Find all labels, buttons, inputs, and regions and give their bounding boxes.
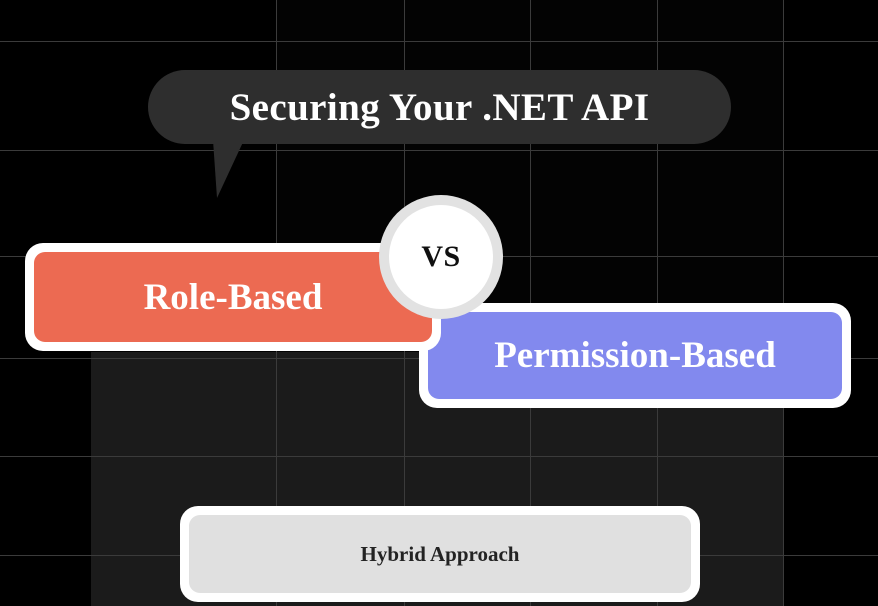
title-speech-bubble: Securing Your .NET API — [148, 70, 731, 144]
option-card-role-based-label: Role-Based — [143, 276, 323, 318]
outcome-card-hybrid-approach[interactable]: Hybrid Approach — [180, 506, 700, 602]
option-card-permission-based[interactable]: Permission-Based — [419, 303, 851, 408]
outcome-card-hybrid-approach-fill: Hybrid Approach — [189, 515, 691, 593]
option-card-role-based-fill: Role-Based — [34, 252, 432, 342]
option-card-role-based[interactable]: Role-Based — [25, 243, 441, 351]
versus-badge: VS — [379, 195, 503, 319]
option-card-permission-based-label: Permission-Based — [494, 335, 776, 376]
speech-bubble-tail — [213, 140, 244, 198]
versus-badge-inner: VS — [389, 205, 493, 309]
versus-label: VS — [421, 240, 461, 273]
page-title: Securing Your .NET API — [229, 85, 650, 129]
option-card-permission-based-fill: Permission-Based — [428, 312, 842, 399]
outcome-card-hybrid-approach-label: Hybrid Approach — [360, 541, 520, 566]
